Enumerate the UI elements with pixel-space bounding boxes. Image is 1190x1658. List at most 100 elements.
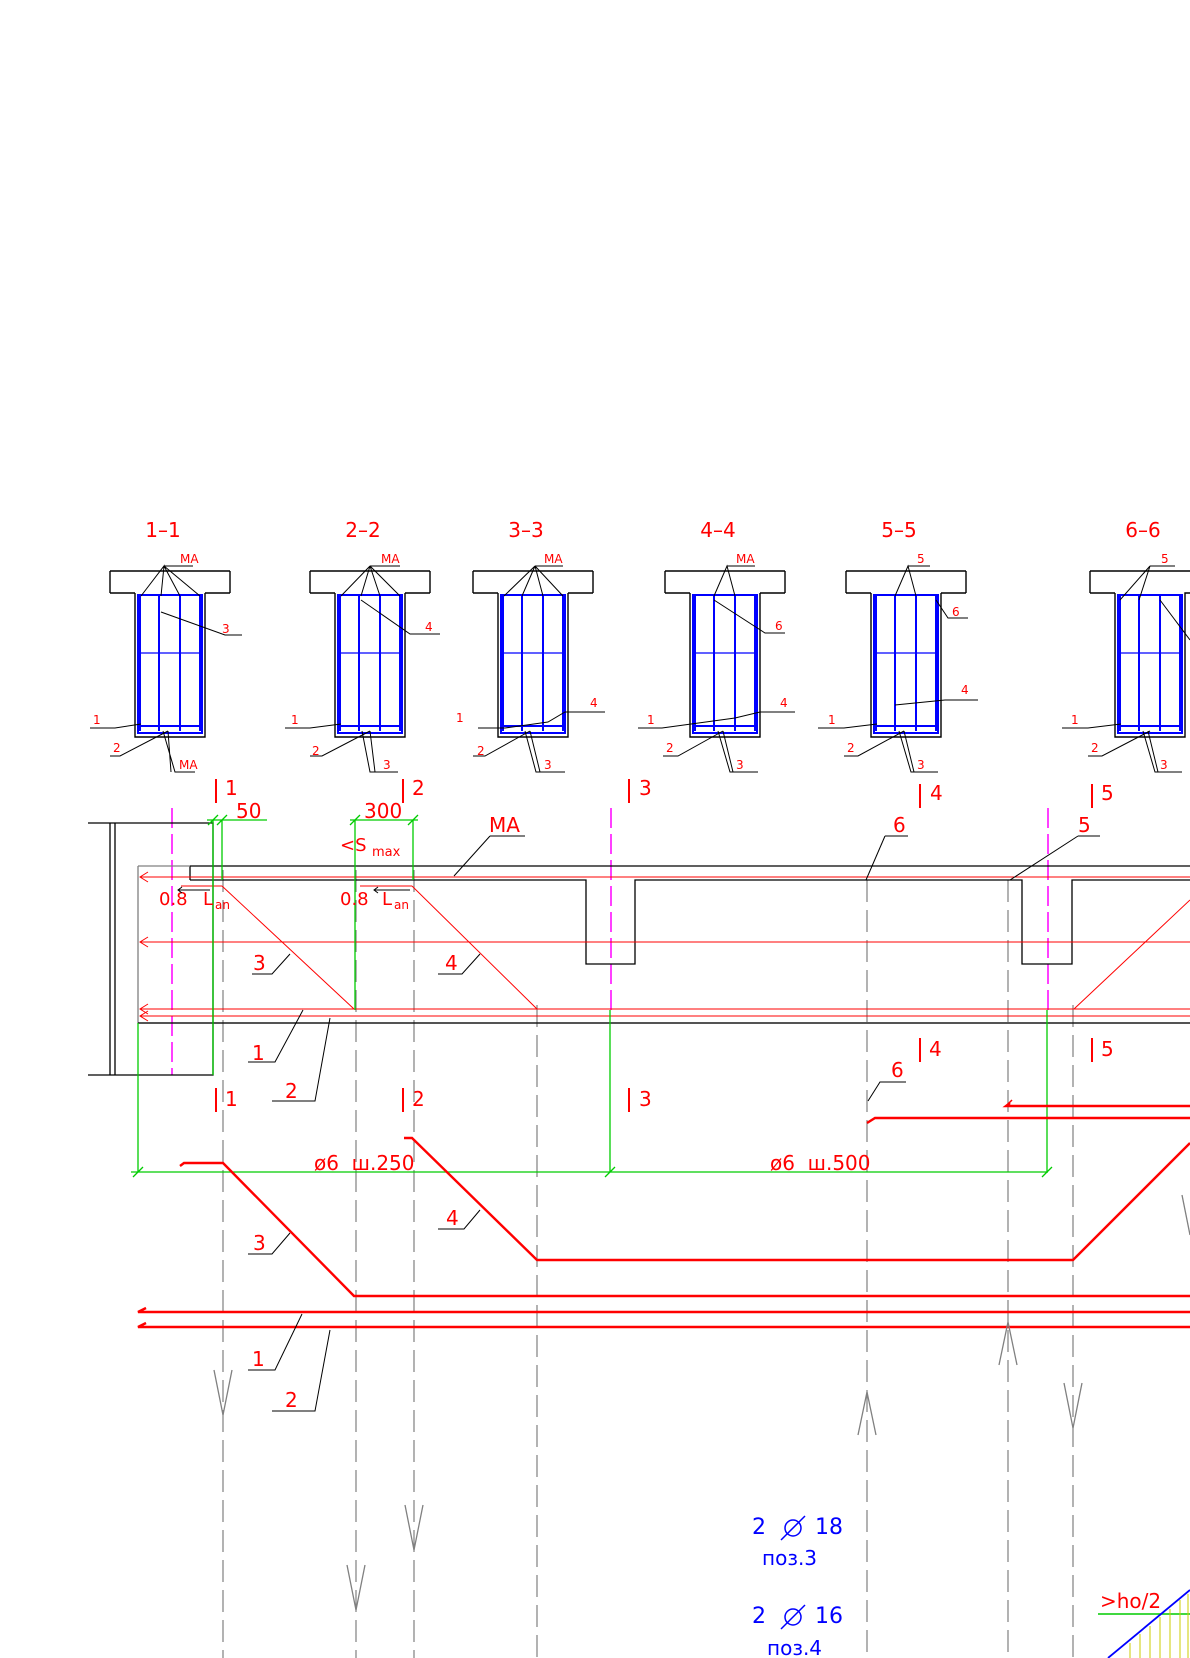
note2-count: 2 bbox=[752, 1604, 766, 1629]
callout-3: 3 bbox=[544, 758, 552, 772]
elevation-leaders bbox=[248, 835, 1100, 1102]
green-dimensions bbox=[131, 814, 1053, 1178]
callout-1: 1 bbox=[456, 711, 464, 725]
s-max-label: <S max bbox=[340, 835, 401, 860]
bar-3-label: 3 bbox=[253, 951, 266, 975]
diameter-icon bbox=[780, 1604, 806, 1630]
lan-factor: 0.8 bbox=[159, 889, 188, 910]
section-1-1: 1–1 MA 3 1 2 MA bbox=[90, 518, 242, 773]
diameter-icon bbox=[780, 1515, 806, 1541]
ma-label: MA bbox=[489, 813, 520, 837]
stirrup-spacing-left: ø6 ш.250 bbox=[314, 1151, 415, 1175]
note1-diameter: 18 bbox=[815, 1515, 843, 1540]
callout-lines bbox=[1062, 565, 1190, 773]
cut-label-1-bottom: 1 bbox=[225, 1087, 238, 1111]
lan-factor: 0.8 bbox=[340, 889, 369, 910]
lan-sub: an bbox=[215, 898, 230, 912]
section-title: 6–6 bbox=[1125, 518, 1160, 542]
bar-note-2: 2 16 поз.4 bbox=[752, 1604, 843, 1658]
bar-3-detail-label: 3 bbox=[253, 1231, 266, 1255]
s-max-sub: max bbox=[372, 845, 401, 860]
callout-ma-top: MA bbox=[180, 552, 199, 566]
section-title: 4–4 bbox=[700, 518, 735, 542]
bar-note-1: 2 18 поз.3 bbox=[752, 1515, 843, 1570]
callout-5: 5 bbox=[1161, 552, 1169, 566]
callout-5: 5 bbox=[917, 552, 925, 566]
section-title: 5–5 bbox=[881, 518, 916, 542]
callout-3: 3 bbox=[383, 758, 391, 772]
bar-4-detail-label: 4 bbox=[446, 1206, 459, 1230]
h0-label: >ho/2 bbox=[1100, 1589, 1161, 1613]
bar-6-detail bbox=[866, 1116, 1190, 1125]
callout-side: 4 bbox=[425, 620, 433, 634]
callout-lines bbox=[818, 564, 978, 773]
section-cut-marks bbox=[215, 779, 1093, 1112]
elevation-rebars bbox=[139, 871, 1190, 1022]
note1-count: 2 bbox=[752, 1515, 766, 1540]
cut-label-5-top: 5 bbox=[1101, 781, 1114, 805]
rebar-cage bbox=[500, 594, 566, 734]
cut-label-2-top: 2 bbox=[412, 776, 425, 800]
bar-2-label: 2 bbox=[285, 1079, 298, 1103]
bar-6-label: 6 bbox=[893, 813, 906, 837]
bar-2-detail bbox=[137, 1321, 1190, 1329]
section-4-4: 4–4 MA 6 4 1 2 3 bbox=[638, 518, 795, 773]
callout-side: 4 bbox=[590, 696, 598, 710]
bar-6-detail-label: 6 bbox=[891, 1058, 904, 1082]
callout-ma-bottom: MA bbox=[179, 758, 198, 772]
bar-1-detail-label: 1 bbox=[252, 1347, 265, 1371]
cut-label-2-bottom: 2 bbox=[412, 1087, 425, 1111]
bar-1-detail bbox=[137, 1306, 1190, 1314]
bar-5-label: 5 bbox=[1078, 813, 1091, 837]
h0-marker: >ho/2 bbox=[1098, 1589, 1190, 1658]
callout-2: 2 bbox=[847, 741, 855, 755]
lan-sub: an bbox=[394, 898, 409, 912]
section-title: 3–3 bbox=[508, 518, 543, 542]
section-outline bbox=[1089, 570, 1190, 738]
dim-50: 50 bbox=[236, 799, 261, 823]
rebar-cage bbox=[873, 594, 939, 734]
section-cut-labels: 1 2 3 4 5 1 2 3 4 5 bbox=[225, 776, 1114, 1111]
callout-lines bbox=[285, 565, 440, 773]
cut-label-5-bottom: 5 bbox=[1101, 1037, 1114, 1061]
callout-ma-top: MA bbox=[544, 552, 563, 566]
bar-3-detail bbox=[179, 1161, 1190, 1298]
section-2-2: 2–2 MA 4 1 2 3 bbox=[285, 518, 440, 773]
dim-300: 300 bbox=[364, 799, 402, 823]
cut-label-3-top: 3 bbox=[639, 776, 652, 800]
callout-1: 1 bbox=[1071, 713, 1079, 727]
callout-2: 2 bbox=[666, 741, 674, 755]
dashed-projection-lines bbox=[222, 870, 1074, 1658]
lan-letter: L bbox=[203, 889, 213, 910]
hatched-wedge bbox=[1129, 1594, 1189, 1658]
bar-4-detail bbox=[404, 1136, 1190, 1262]
bar-4-label: 4 bbox=[445, 951, 458, 975]
callout-ma-top: MA bbox=[381, 552, 400, 566]
cut-label-4-top: 4 bbox=[930, 781, 943, 805]
s-max-main: <S bbox=[340, 835, 367, 856]
lan-letter: L bbox=[382, 889, 392, 910]
callout-3: 3 bbox=[1160, 758, 1168, 772]
section-6-6: 6–6 5 1 2 3 bbox=[1062, 518, 1190, 773]
callout-3: 3 bbox=[917, 758, 925, 772]
note2-position: поз.4 bbox=[767, 1636, 822, 1658]
support-column bbox=[88, 822, 214, 1076]
callout-lines bbox=[90, 564, 242, 773]
callout-2: 2 bbox=[113, 741, 121, 755]
callout-side: 3 bbox=[222, 622, 230, 636]
bar-details bbox=[137, 1099, 1190, 1329]
callout-ma-top: MA bbox=[736, 552, 755, 566]
lan-label-left: 0.8 L an bbox=[159, 886, 230, 912]
elevation-labels: MA 6 5 3 4 1 2 bbox=[252, 813, 1091, 1103]
rebar-cage bbox=[692, 594, 758, 734]
bar-detail-leaders bbox=[248, 1081, 906, 1412]
note2-diameter: 16 bbox=[815, 1604, 843, 1629]
beam-outline bbox=[137, 865, 1190, 1024]
cutoff-markers bbox=[213, 1194, 1190, 1611]
callout-1: 1 bbox=[291, 713, 299, 727]
bar-1-label: 1 bbox=[252, 1041, 265, 1065]
callout-4: 4 bbox=[780, 696, 788, 710]
section-title: 2–2 bbox=[345, 518, 380, 542]
